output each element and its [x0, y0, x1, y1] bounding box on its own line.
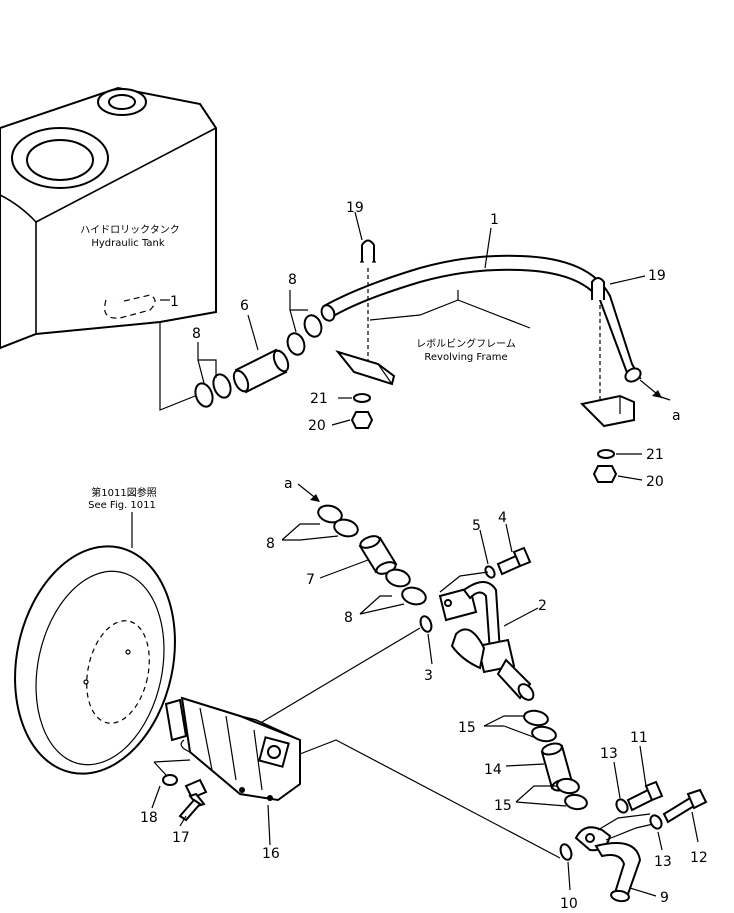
callout-8-a: 8: [192, 326, 201, 342]
connection-line-tank: [159, 322, 196, 411]
elbow-9: [574, 826, 642, 903]
arrow-a-label-mid: a: [284, 476, 293, 492]
bracket-left: [335, 350, 396, 386]
clamp-8-mid-lower: [385, 568, 427, 606]
clamp-8-upper: [286, 314, 323, 356]
tank-label-jp: ハイドロリックタンク: [80, 224, 179, 236]
callout-1: 1: [490, 212, 499, 228]
callout-19-b: 19: [648, 268, 666, 284]
callout-21-a: 21: [310, 391, 328, 407]
callout-15-a: 15: [458, 720, 476, 736]
callout-11: 11: [630, 730, 648, 746]
callout-8-c: 8: [266, 536, 275, 552]
callout-21-b: 21: [646, 447, 664, 463]
hydraulic-pump-16: [164, 696, 301, 802]
callout-10: 10: [560, 896, 578, 912]
frame-label-en: Revolving Frame: [424, 352, 507, 363]
tank-label-en: Hydraulic Tank: [91, 238, 165, 249]
flywheel-housing: [14, 545, 176, 775]
callout-20-b: 20: [646, 474, 664, 490]
callout-1-tank: 1: [170, 294, 179, 310]
callout-2: 2: [538, 598, 547, 614]
callout-4: 4: [498, 510, 507, 526]
u-bolt-19-right: [591, 277, 605, 300]
callout-14: 14: [484, 762, 502, 778]
connection-line-pump-lower: [299, 739, 561, 859]
connection-line-pump-upper: [261, 627, 421, 723]
washer-21-left: [353, 393, 371, 403]
nut-20-left: [350, 411, 374, 429]
callout-9: 9: [660, 890, 669, 906]
washer-21-right: [597, 449, 615, 459]
washer-13-upper: [615, 798, 629, 814]
clamp-8-mid-upper: [317, 504, 359, 538]
clamp-8-lower-left: [194, 373, 232, 408]
callout-8-b: 8: [288, 272, 297, 288]
fig-ref-en: See Fig. 1011: [88, 500, 156, 511]
bolt-17: [178, 778, 208, 822]
bolt-4: [496, 546, 532, 576]
washer-5: [484, 565, 496, 579]
callout-13-b: 13: [654, 854, 672, 870]
callout-17: 17: [172, 830, 190, 846]
clamp-15-lower: [556, 777, 588, 811]
bolt-11: [626, 780, 664, 812]
callout-12: 12: [690, 850, 708, 866]
callout-20-a: 20: [308, 418, 326, 434]
tube-1: [320, 254, 642, 383]
tube-2: [438, 581, 535, 701]
u-bolt-19-left: [360, 239, 376, 263]
callout-8-d: 8: [344, 610, 353, 626]
clamp-15-upper: [523, 709, 557, 743]
hose-14: [540, 742, 574, 792]
callout-3: 3: [424, 668, 433, 684]
callout-16: 16: [262, 846, 280, 862]
callout-5: 5: [472, 518, 481, 534]
callout-13-a: 13: [600, 746, 618, 762]
callout-6: 6: [240, 298, 249, 314]
o-ring-3: [419, 615, 433, 633]
fig-ref-jp: 第1011図参照: [91, 486, 156, 499]
callout-19-a: 19: [346, 200, 364, 216]
washer-18: [162, 774, 178, 786]
frame-label-jp: レボルビングフレーム: [416, 337, 516, 350]
arrow-a-label-top: a: [672, 408, 681, 424]
callout-18: 18: [140, 810, 158, 826]
hose-6: [232, 348, 290, 394]
washer-13-lower: [649, 814, 663, 830]
bracket-right: [579, 394, 635, 428]
o-ring-10: [559, 843, 573, 861]
hose-7: [358, 535, 398, 575]
nut-20-right: [592, 465, 618, 483]
callout-7: 7: [306, 572, 315, 588]
callout-15-b: 15: [494, 798, 512, 814]
bolt-12: [662, 788, 708, 824]
hydraulic-tank: [0, 86, 217, 350]
